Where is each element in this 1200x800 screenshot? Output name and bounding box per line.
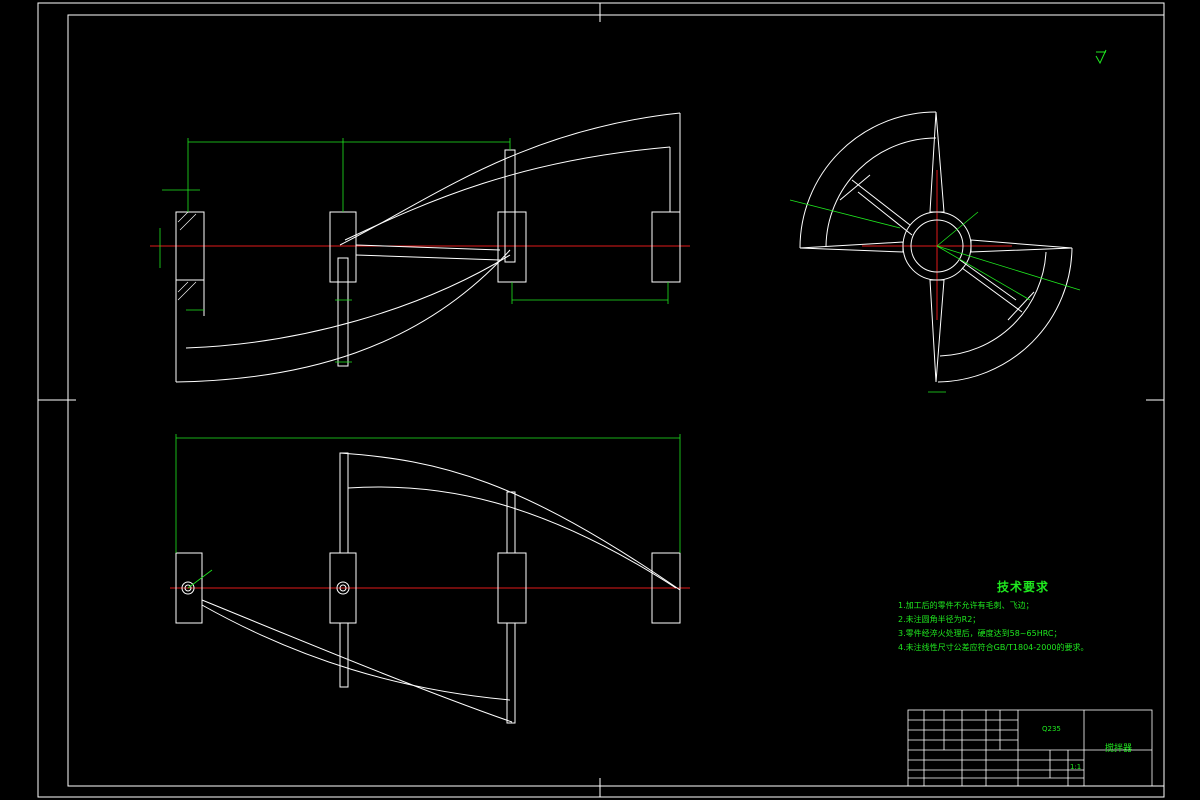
outer-arc-2 (937, 247, 1073, 383)
outer-arc-1 (799, 111, 937, 249)
support-1 (329, 211, 357, 283)
requirement-2: 2.未注圆角半径为R2； (898, 615, 981, 624)
hub-bore (910, 219, 964, 273)
requirement-1: 1.加工后的零件不允许有毛刺、飞边； (898, 601, 1034, 610)
title-block (907, 709, 1153, 787)
inner-border (67, 14, 1165, 787)
drawing-frame (37, 2, 1165, 798)
material-label: Q235 (1042, 725, 1061, 733)
support-3 (651, 211, 681, 283)
top-view (170, 434, 690, 724)
part-name-label: 搅拌器 (1105, 744, 1133, 754)
roughness-symbol (1095, 49, 1107, 65)
front-view (150, 112, 690, 383)
requirement-4: 4.未注线性尺寸公差应符合GB/T1804-2000的要求。 (898, 643, 1089, 652)
technical-requirements-title: 技术要求 (996, 580, 1049, 594)
side-view (789, 111, 1081, 393)
outer-border (37, 2, 1165, 798)
support-2 (497, 211, 527, 283)
hub-left (175, 211, 205, 281)
scale-label: 1:1 (1070, 763, 1082, 771)
requirement-3: 3.零件经淬火处理后，硬度达到58~65HRC； (898, 629, 1062, 638)
technical-requirements: 技术要求 1.加工后的零件不允许有毛刺、飞边； 2.未注圆角半径为R2； 3.零… (898, 578, 1138, 655)
